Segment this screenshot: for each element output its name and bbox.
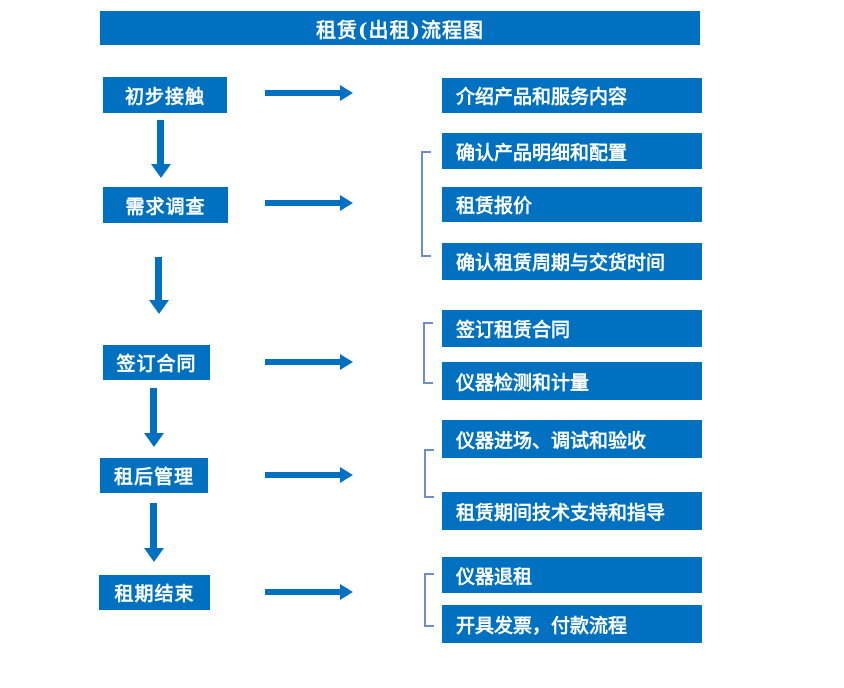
group-bracket (424, 573, 434, 627)
group-bracket (424, 449, 434, 498)
right-arrow-icon (265, 359, 340, 365)
detail-box: 租赁报价 (442, 187, 702, 222)
step-demand-survey: 需求调查 (103, 187, 228, 223)
right-arrow-icon (265, 90, 340, 96)
right-arrow-icon (265, 200, 340, 206)
detail-box: 仪器退租 (442, 557, 702, 593)
down-arrow-icon (150, 503, 157, 548)
down-arrow-icon (157, 120, 164, 164)
step-post-rental-management: 租后管理 (100, 458, 208, 493)
detail-box: 仪器进场、调试和验收 (442, 420, 702, 458)
detail-box: 签订租赁合同 (442, 310, 702, 347)
step-rental-end: 租期结束 (99, 575, 210, 610)
detail-box: 租赁期间技术支持和指导 (442, 492, 702, 530)
down-arrow-icon (150, 388, 157, 433)
step-initial-contact: 初步接触 (103, 77, 227, 113)
detail-box: 仪器检测和计量 (442, 362, 702, 400)
detail-box: 介绍产品和服务内容 (442, 78, 702, 113)
detail-box: 确认产品明细和配置 (442, 133, 702, 169)
step-sign-contract: 签订合同 (103, 345, 210, 380)
down-arrow-icon (155, 257, 162, 300)
right-arrow-icon (265, 589, 340, 595)
group-bracket (421, 151, 431, 257)
detail-box: 开具发票，付款流程 (442, 605, 702, 643)
group-bracket (423, 322, 433, 384)
right-arrow-icon (265, 472, 340, 478)
detail-box: 确认租赁周期与交货时间 (442, 243, 702, 280)
flowchart-title: 租赁(出租)流程图 (100, 11, 700, 45)
